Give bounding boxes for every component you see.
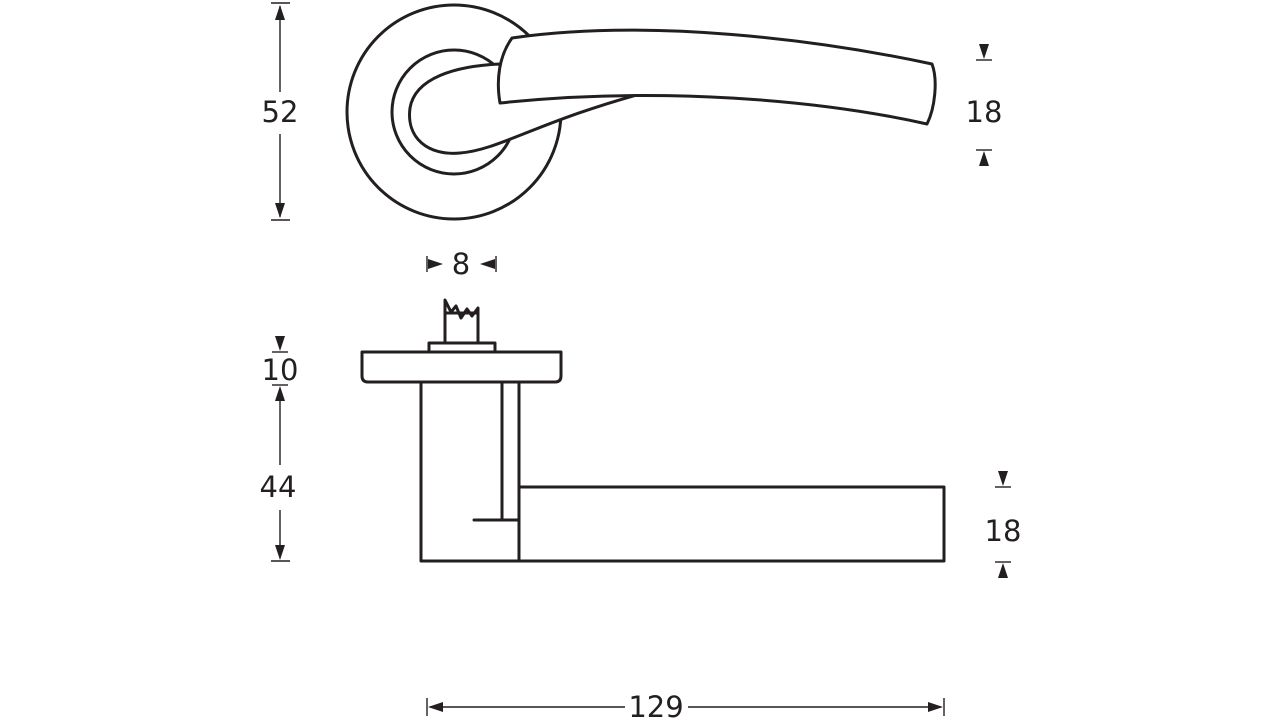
dimension-rose-thickness: 10 <box>262 336 299 387</box>
lever-neck <box>408 62 657 155</box>
dimension-label-52: 52 <box>262 95 299 129</box>
lever-grip <box>496 28 937 126</box>
dimension-lever-height-top: 18 <box>966 44 1003 166</box>
dimension-label-18-side: 18 <box>985 514 1022 548</box>
dimension-lever-length: 129 <box>426 690 945 720</box>
dimension-label-8: 8 <box>452 247 470 281</box>
dimension-projection: 44 <box>260 384 297 562</box>
top-view: 52 18 <box>262 2 1003 221</box>
spindle-break <box>443 298 480 320</box>
lever-shank <box>419 380 521 563</box>
dimension-label-10: 10 <box>262 353 299 387</box>
lever-handle <box>517 485 946 563</box>
dimension-label-44: 44 <box>260 470 297 504</box>
dimension-label-18-top: 18 <box>966 95 1003 129</box>
side-view: 8 10 44 18 <box>260 247 1022 720</box>
dimension-label-129: 129 <box>628 690 683 720</box>
dimension-rose-diameter: 52 <box>262 2 299 221</box>
dimension-spindle-width: 8 <box>426 247 497 281</box>
rose-side <box>360 350 563 384</box>
dimension-lever-height-side: 18 <box>985 471 1022 578</box>
